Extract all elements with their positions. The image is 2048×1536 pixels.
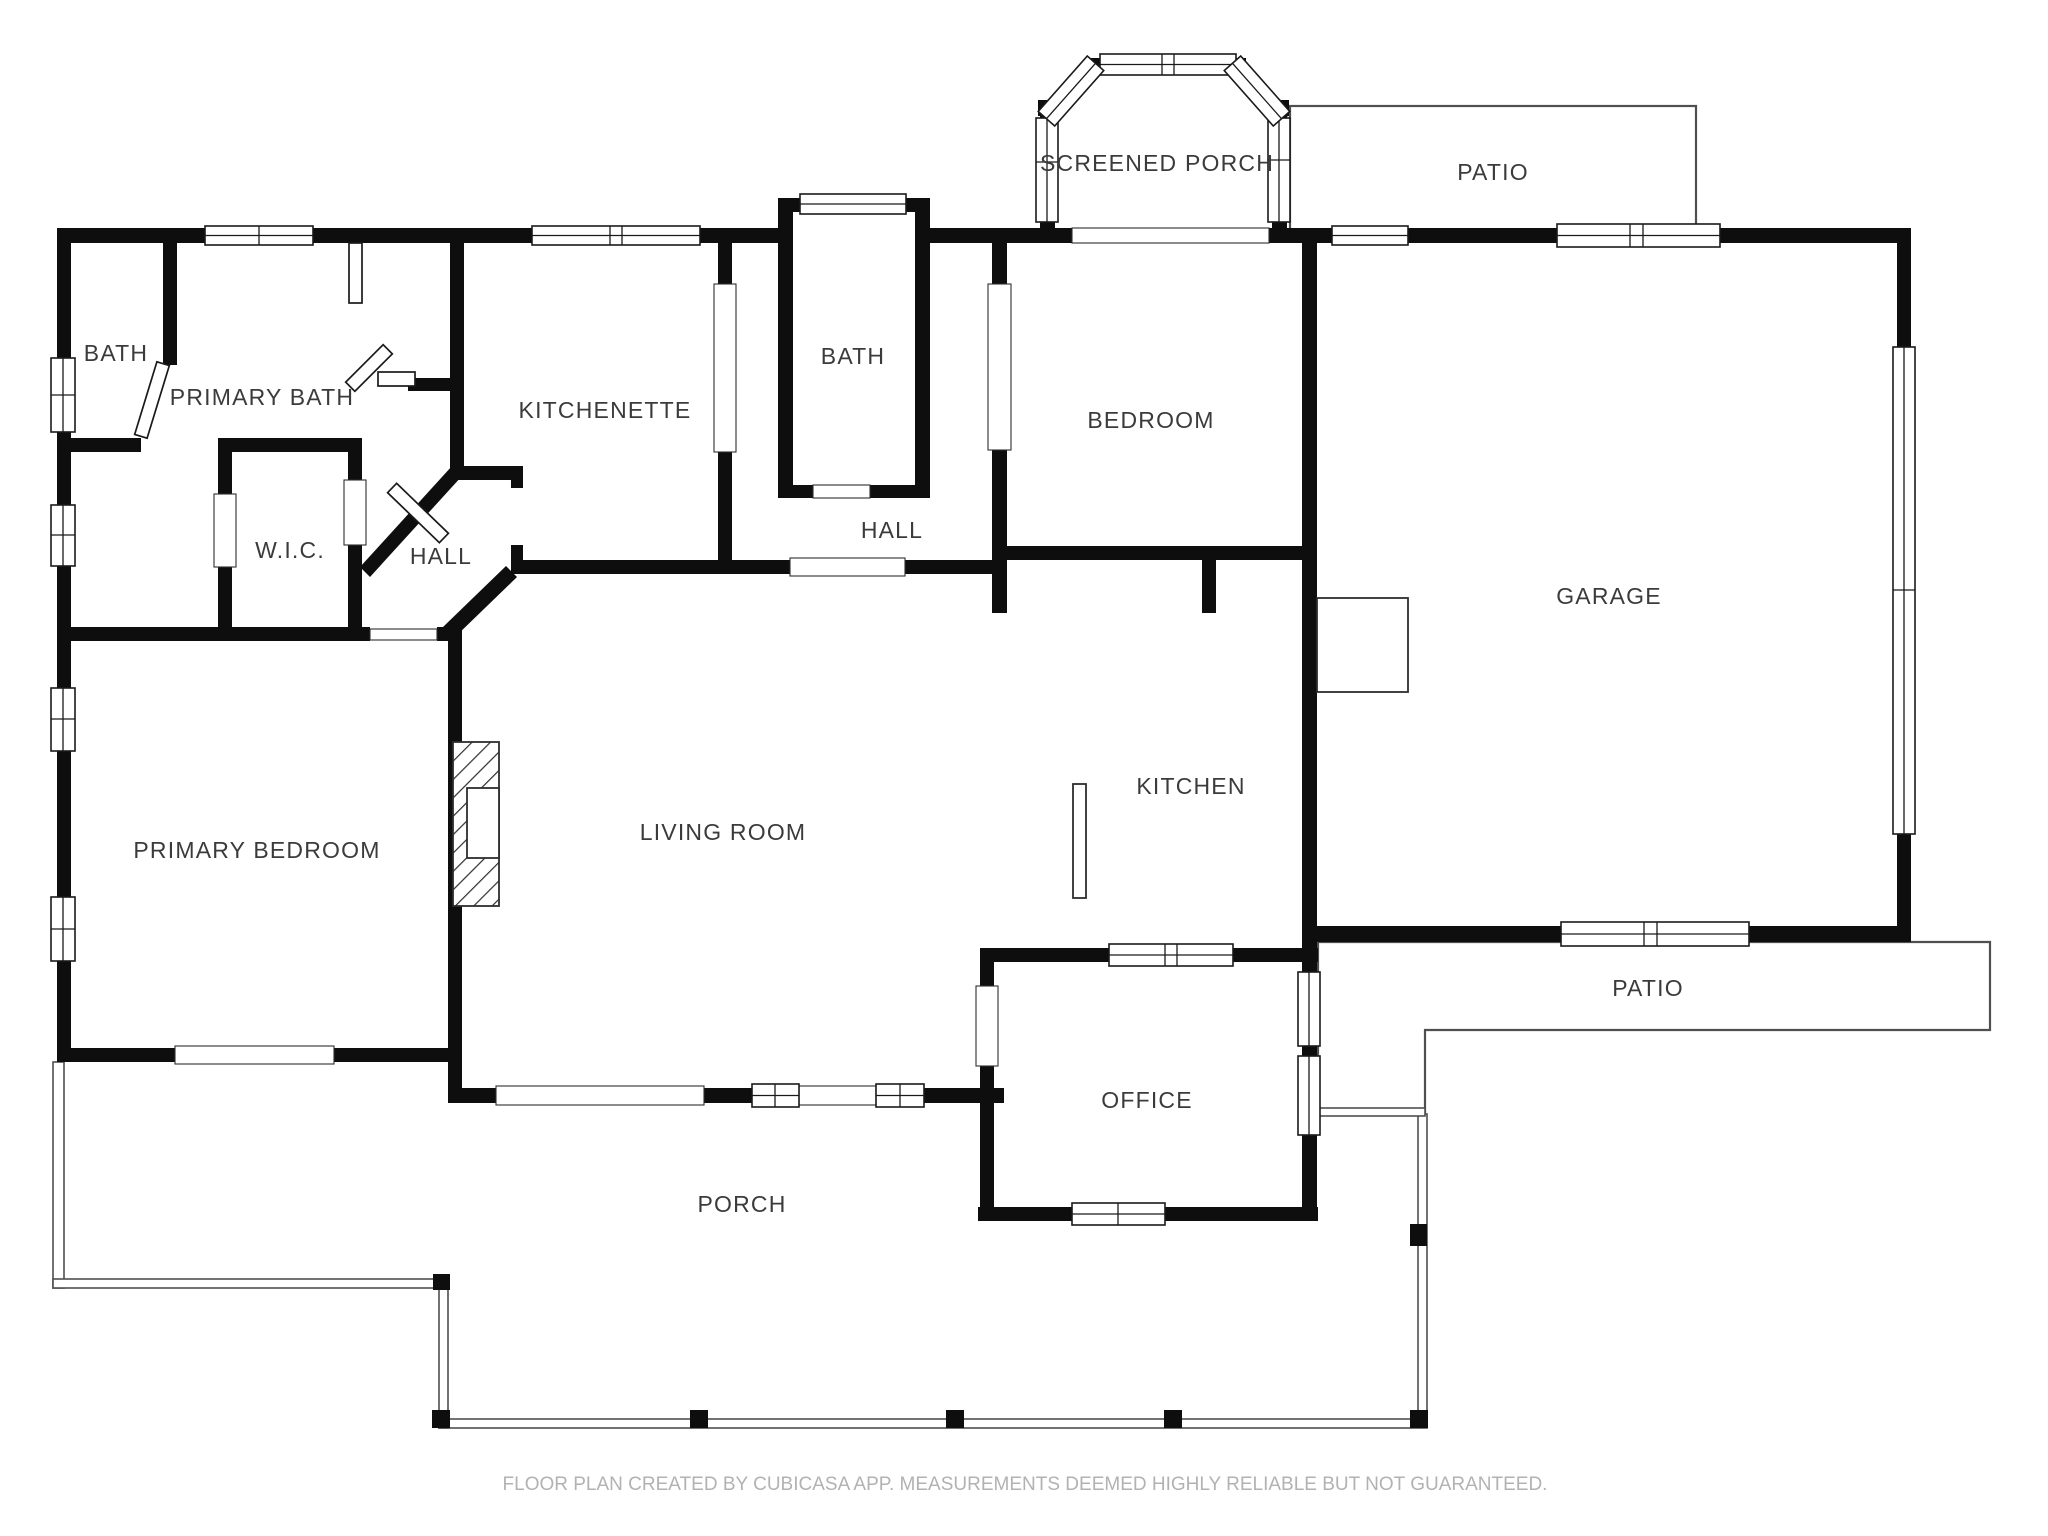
bath-door-gap bbox=[812, 484, 871, 499]
window bbox=[1108, 943, 1234, 967]
opening-kitchenette bbox=[713, 283, 737, 453]
porch-edge-bottom bbox=[438, 1418, 1428, 1429]
primary-bath-door-a bbox=[344, 343, 394, 393]
primary-bath-partition bbox=[348, 242, 363, 304]
window bbox=[1297, 1055, 1321, 1136]
room-label-screened-porch: SCREENED PORCH bbox=[1040, 150, 1274, 176]
room-labels: BATH PRIMARY BATH KITCHENETTE BATH SCREE… bbox=[84, 150, 1684, 1217]
opening-bedroom-porch bbox=[174, 1045, 335, 1065]
room-label-living-room: LIVING ROOM bbox=[640, 819, 807, 845]
patio-right-area bbox=[1316, 940, 1992, 1116]
room-label-hall-middle: HALL bbox=[861, 517, 923, 543]
porch-post bbox=[1410, 1410, 1428, 1428]
room-label-kitchen: KITCHEN bbox=[1136, 773, 1245, 799]
room-label-wic: W.I.C. bbox=[255, 537, 325, 563]
room-label-bedroom: BEDROOM bbox=[1087, 407, 1214, 433]
window bbox=[1297, 971, 1321, 1047]
room-label-garage: GARAGE bbox=[1556, 583, 1662, 609]
room-label-bath-left: BATH bbox=[84, 340, 148, 366]
window bbox=[751, 1083, 800, 1108]
footer-disclaimer: FLOOR PLAN CREATED BY CUBICASA APP. MEAS… bbox=[503, 1474, 1548, 1495]
window bbox=[1223, 54, 1291, 128]
window bbox=[50, 504, 76, 567]
hall-diagonal-wall-se bbox=[443, 566, 517, 638]
window bbox=[1071, 1202, 1166, 1226]
openings bbox=[174, 227, 1270, 1106]
doors bbox=[133, 242, 450, 544]
fixtures bbox=[452, 597, 1409, 907]
window bbox=[1556, 223, 1721, 248]
window bbox=[1037, 54, 1105, 128]
windows bbox=[50, 53, 1916, 1226]
room-label-porch: PORCH bbox=[697, 1191, 786, 1217]
patio-top-area bbox=[1288, 104, 1698, 238]
window bbox=[799, 193, 907, 215]
porch-post bbox=[1410, 1224, 1427, 1246]
room-label-office: OFFICE bbox=[1101, 1087, 1193, 1113]
kitchen-island bbox=[1072, 783, 1087, 899]
fireplace-firebox bbox=[466, 787, 500, 859]
room-label-patio-top: PATIO bbox=[1457, 159, 1529, 185]
office-door-gap bbox=[975, 985, 999, 1067]
window bbox=[1099, 53, 1237, 76]
porch-post bbox=[1164, 1410, 1182, 1428]
window bbox=[204, 225, 314, 246]
window bbox=[1892, 346, 1916, 835]
porch-edge-step-v bbox=[438, 1287, 449, 1429]
window bbox=[1560, 921, 1750, 947]
porch-post bbox=[946, 1410, 964, 1428]
opening-living-porch-2 bbox=[798, 1085, 877, 1106]
room-label-primary-bedroom: PRIMARY BEDROOM bbox=[133, 837, 380, 863]
porch-post bbox=[690, 1410, 708, 1428]
wic-door-gap-right bbox=[343, 479, 367, 546]
room-label-bath-middle: BATH bbox=[821, 343, 885, 369]
opening-living-porch bbox=[495, 1085, 705, 1106]
porch-edge-right bbox=[1417, 1113, 1428, 1421]
room-label-patio-right: PATIO bbox=[1612, 975, 1684, 1001]
window bbox=[50, 687, 76, 752]
hall-diagonal-wall-nw bbox=[360, 466, 462, 577]
window bbox=[1267, 117, 1291, 223]
window bbox=[531, 225, 701, 246]
window bbox=[1331, 225, 1409, 246]
wic-door-gap-left bbox=[213, 493, 237, 568]
window bbox=[50, 357, 76, 433]
room-label-hall-left: HALL bbox=[410, 543, 472, 569]
porch-edge-step-h bbox=[52, 1278, 449, 1289]
room-label-kitchenette: KITCHENETTE bbox=[519, 397, 692, 423]
primary-bedroom-door-gap bbox=[369, 628, 438, 641]
bath-left-door bbox=[133, 360, 171, 440]
opening-hall-living bbox=[789, 557, 906, 577]
window bbox=[875, 1083, 925, 1108]
hall-diagonal-door bbox=[386, 482, 450, 544]
garage-storage bbox=[1316, 597, 1409, 693]
room-label-primary-bath: PRIMARY BATH bbox=[170, 384, 354, 410]
screened-porch-door-gap bbox=[1071, 227, 1270, 244]
window bbox=[50, 896, 76, 962]
porch-post bbox=[432, 1410, 450, 1428]
porch-edge-left bbox=[52, 1061, 65, 1289]
porch-post bbox=[433, 1274, 450, 1290]
opening-bedroom bbox=[987, 283, 1012, 451]
outdoor-areas bbox=[52, 104, 1992, 1429]
primary-bath-door-b bbox=[377, 371, 416, 387]
porch-edge-walkway bbox=[1317, 1107, 1426, 1117]
